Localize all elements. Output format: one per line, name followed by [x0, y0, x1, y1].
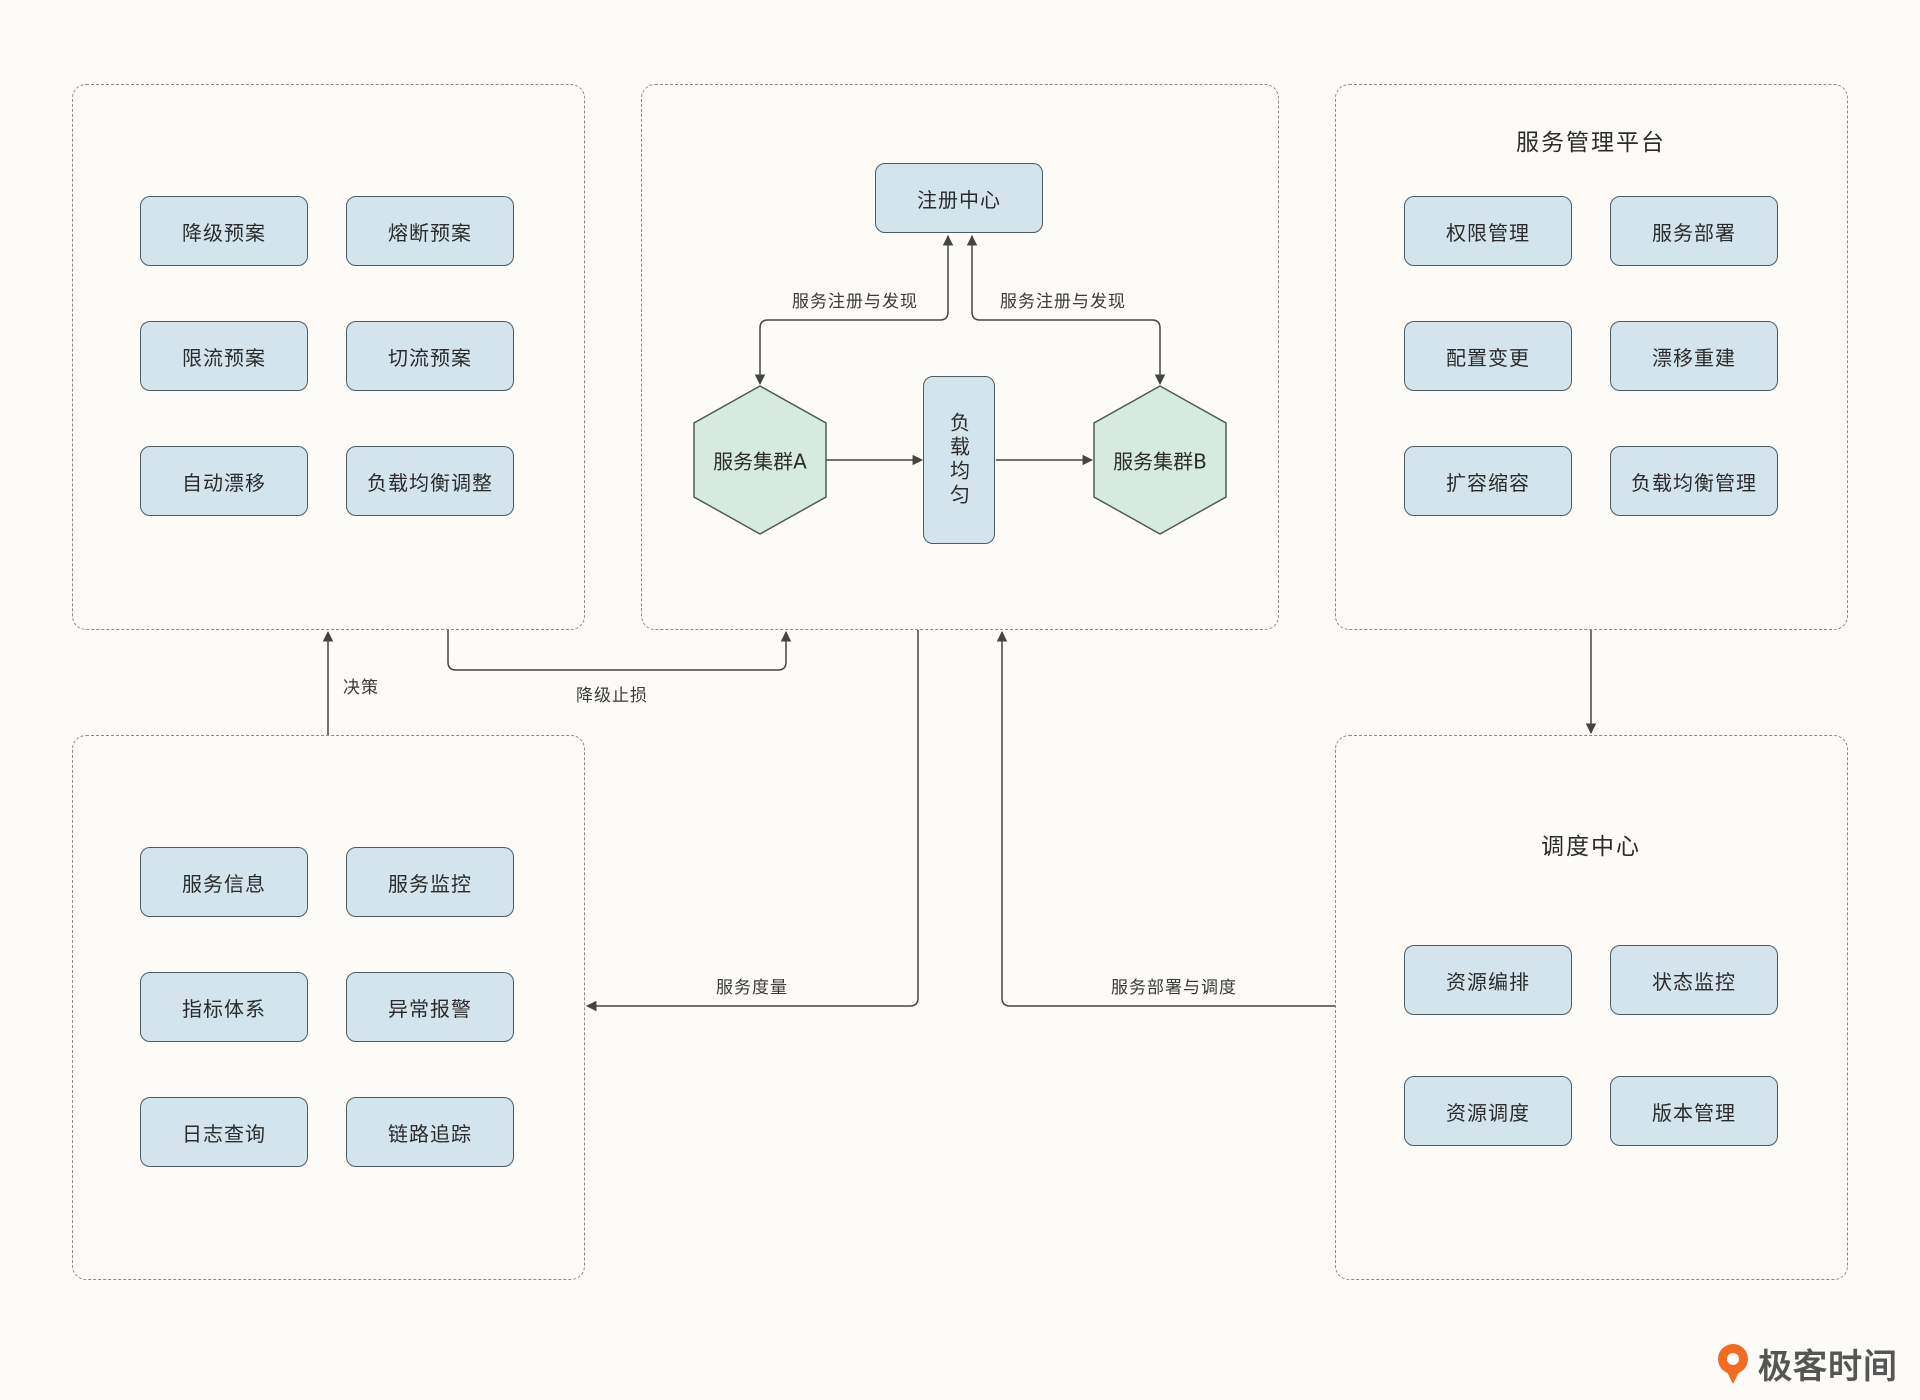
edge-label-deploy-schedule: 服务部署与调度	[1111, 978, 1237, 998]
mgmt-lb-management: 负载均衡管理	[1610, 446, 1778, 516]
sched-version-mgmt: 版本管理	[1610, 1076, 1778, 1146]
mon-service-info: 服务信息	[140, 847, 308, 917]
cluster-a-label: 服务集群A	[713, 449, 807, 474]
edge-label-decision: 决策	[343, 678, 379, 698]
mon-tracing: 链路追踪	[346, 1097, 514, 1167]
plan-lb-adjust: 负载均衡调整	[346, 446, 514, 516]
mon-log-query: 日志查询	[140, 1097, 308, 1167]
edge-label-service-metrics: 服务度量	[716, 978, 788, 998]
mon-service-monitor: 服务监控	[346, 847, 514, 917]
edge-label-register-left: 服务注册与发现	[792, 292, 918, 312]
mgmt-permission: 权限管理	[1404, 196, 1572, 266]
scheduling-panel	[1335, 735, 1848, 1280]
management-panel	[1335, 84, 1848, 630]
edge-label-degrade-stop-loss: 降级止损	[576, 686, 648, 706]
edge-registry-cluster-a	[754, 234, 954, 386]
edge-deploy-schedule	[996, 630, 1335, 1007]
mon-alerting: 异常报警	[346, 972, 514, 1042]
mon-metrics-system: 指标体系	[140, 972, 308, 1042]
plan-traffic-switch: 切流预案	[346, 321, 514, 391]
plan-degrade: 降级预案	[140, 196, 308, 266]
brand-pin-icon	[1718, 1343, 1748, 1384]
cluster-a-hexagon	[693, 385, 827, 535]
edge-registry-cluster-b	[966, 234, 1166, 386]
sched-orchestration: 资源编排	[1404, 945, 1572, 1015]
cluster-b-label: 服务集群B	[1113, 449, 1207, 474]
load-balancer: 负载均匀	[923, 376, 995, 544]
plan-circuit-break: 熔断预案	[346, 196, 514, 266]
scheduling-title: 调度中心	[1541, 834, 1641, 860]
cluster-panel	[641, 84, 1279, 630]
management-title: 服务管理平台	[1516, 130, 1666, 156]
edge-label-register-right: 服务注册与发现	[1000, 292, 1126, 312]
mgmt-deploy: 服务部署	[1610, 196, 1778, 266]
brand-name: 极客时间	[1758, 1347, 1898, 1387]
brand-logo: 极客时间	[1714, 1339, 1898, 1388]
mgmt-config-change: 配置变更	[1404, 321, 1572, 391]
plan-auto-drift: 自动漂移	[140, 446, 308, 516]
sched-status-monitor: 状态监控	[1610, 945, 1778, 1015]
registry-center: 注册中心	[875, 163, 1043, 233]
cluster-b-hexagon	[1093, 385, 1227, 535]
plan-rate-limit: 限流预案	[140, 321, 308, 391]
edge-degrade-stop-loss	[447, 630, 792, 671]
edge-service-metrics	[585, 630, 919, 1012]
sched-resource-dispatch: 资源调度	[1404, 1076, 1572, 1146]
monitoring-panel	[72, 735, 585, 1280]
mgmt-scaling: 扩容缩容	[1404, 446, 1572, 516]
contingency-panel	[72, 84, 585, 630]
mgmt-drift-rebuild: 漂移重建	[1610, 321, 1778, 391]
